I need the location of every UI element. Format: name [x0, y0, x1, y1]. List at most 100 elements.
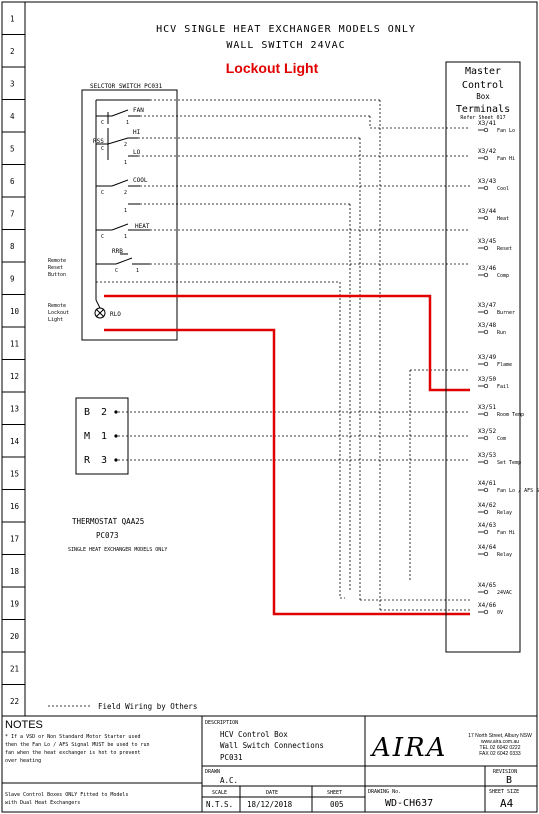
field-wiring — [96, 99, 470, 611]
selector-switch-box — [81, 89, 178, 341]
terminal-function: Flame — [497, 362, 512, 368]
terminal-function: Run — [497, 330, 506, 336]
note-1-line-4: over heating — [5, 758, 41, 764]
row-number: 14 — [10, 437, 20, 446]
terminal-id: X3/48 — [478, 322, 496, 329]
lockout-light-circuit — [104, 294, 470, 616]
title-block — [2, 715, 537, 812]
row-number: 20 — [10, 632, 20, 641]
description-line-1: HCV Control Box — [220, 730, 288, 739]
terminal-screw — [483, 361, 489, 367]
thermostat-terminal-screw — [114, 434, 118, 438]
row-number: 10 — [10, 307, 20, 316]
svg-text:RRB: RRB — [112, 248, 123, 255]
terminal-screw — [483, 185, 489, 191]
note-1-line-2: then the Fan Lo / AFS Signal MUST be use… — [5, 742, 150, 748]
terminal-screw — [483, 272, 489, 278]
thermostat-note: SINGLE HEAT EXCHANGER MODELS ONLY — [68, 547, 167, 553]
terminal-id: X4/66 — [478, 602, 496, 609]
note-2-line-1: Slave Control Boxes ONLY Fitted to Model… — [5, 792, 128, 798]
drawn-value: A.C. — [220, 776, 238, 785]
revision-label: REVISION — [493, 769, 517, 775]
master-box-title-4: Terminals — [456, 104, 510, 115]
note-1-line-3: fan when the heat exchanger is hot to pr… — [5, 750, 140, 756]
cool-contact: COOL C 2 1 — [101, 177, 148, 214]
terminal-screw — [483, 411, 489, 417]
thermostat-part: PC073 — [96, 531, 119, 540]
terminal-id: X4/62 — [478, 502, 496, 509]
remote-reset-button: RRB C 1 — [104, 248, 150, 274]
terminal-function: Cool — [497, 186, 509, 192]
terminal-screw — [483, 589, 489, 595]
master-box-title-1: Master — [465, 66, 501, 77]
row-number: 22 — [10, 697, 19, 706]
address-line-2: www.aira.com.au — [481, 739, 519, 745]
row-number: 12 — [10, 372, 19, 381]
thermostat-model: THERMOSTAT QAA25 — [72, 517, 144, 526]
terminal-function: Comp — [497, 273, 509, 279]
terminal-id: X4/63 — [478, 522, 496, 529]
terminal-id: X4/65 — [478, 582, 496, 589]
row-grid — [2, 34, 25, 685]
svg-text:2: 2 — [124, 142, 127, 148]
terminal-function: Burner — [497, 310, 515, 316]
terminal-id: X3/52 — [478, 428, 496, 435]
terminal-function: Room Temp — [497, 412, 524, 418]
drawing-no-value: WD-CH637 — [385, 798, 433, 809]
terminal-id: X3/44 — [478, 208, 496, 215]
svg-text:C: C — [101, 190, 104, 196]
row-number: 21 — [10, 664, 19, 673]
terminal-function: Set Temp — [497, 460, 521, 466]
terminal-screw — [483, 551, 489, 557]
terminal-id: X3/49 — [478, 354, 496, 361]
svg-text:C: C — [115, 268, 118, 274]
note-2-line-2: with Dual Heat Exchangers — [5, 800, 80, 806]
svg-text:2: 2 — [124, 190, 127, 196]
row-number: 3 — [10, 79, 15, 88]
row-number: 16 — [10, 502, 20, 511]
remote-lockout-lamp: RLO — [94, 307, 121, 319]
address-line-1: 17 North Street, Albury NSW — [468, 733, 532, 739]
terminal-function: Fan Hi — [497, 530, 515, 536]
terminal-function: Reset — [497, 246, 512, 252]
lockout-light-highlight: Lockout Light — [226, 60, 319, 76]
sheet-size-label: SHEET SIZE — [489, 789, 519, 795]
fan-contact: FAN C 1 — [101, 107, 144, 126]
logo: AIRA — [370, 733, 447, 763]
revision-value: B — [506, 775, 512, 786]
master-control-box — [445, 61, 521, 653]
selector-internal-wiring — [95, 99, 150, 309]
terminal-screw — [483, 509, 489, 515]
address-line-4: FAX 02 6042 0333 — [479, 751, 521, 757]
svg-text:1: 1 — [124, 208, 127, 214]
terminal-function: Fan Hi — [497, 156, 515, 162]
terminal-id: X4/64 — [478, 544, 496, 551]
terminal-function: Fan Lo / AFS Signal — [497, 488, 539, 494]
svg-text:1: 1 — [124, 234, 127, 240]
remote-reset-label-3: Button — [48, 272, 66, 278]
drawing-no-label: DRAWING No. — [368, 789, 401, 795]
terminal-screw — [483, 215, 489, 221]
row-number: 1 — [10, 14, 15, 23]
terminal-id: X3/51 — [478, 404, 496, 411]
terminal-screw — [483, 487, 489, 493]
row-number: 2 — [10, 47, 15, 56]
notes-heading: NOTES — [5, 719, 43, 731]
master-box-title-2: Control — [462, 80, 504, 91]
row-number: 8 — [10, 242, 15, 251]
terminal-id: X3/50 — [478, 376, 496, 383]
row-number: 6 — [10, 177, 15, 186]
svg-text:C: C — [101, 234, 104, 240]
thermostat-terminal-number: 1 — [101, 431, 107, 442]
row-number: 13 — [10, 404, 19, 413]
date-label: DATE — [266, 790, 278, 796]
terminal-id: X3/41 — [478, 120, 496, 127]
svg-text:FAN: FAN — [133, 107, 144, 114]
terminal-screw — [483, 459, 489, 465]
legend-label: Field Wiring by Others — [98, 702, 197, 711]
terminal-function: 24VAC — [497, 590, 512, 596]
